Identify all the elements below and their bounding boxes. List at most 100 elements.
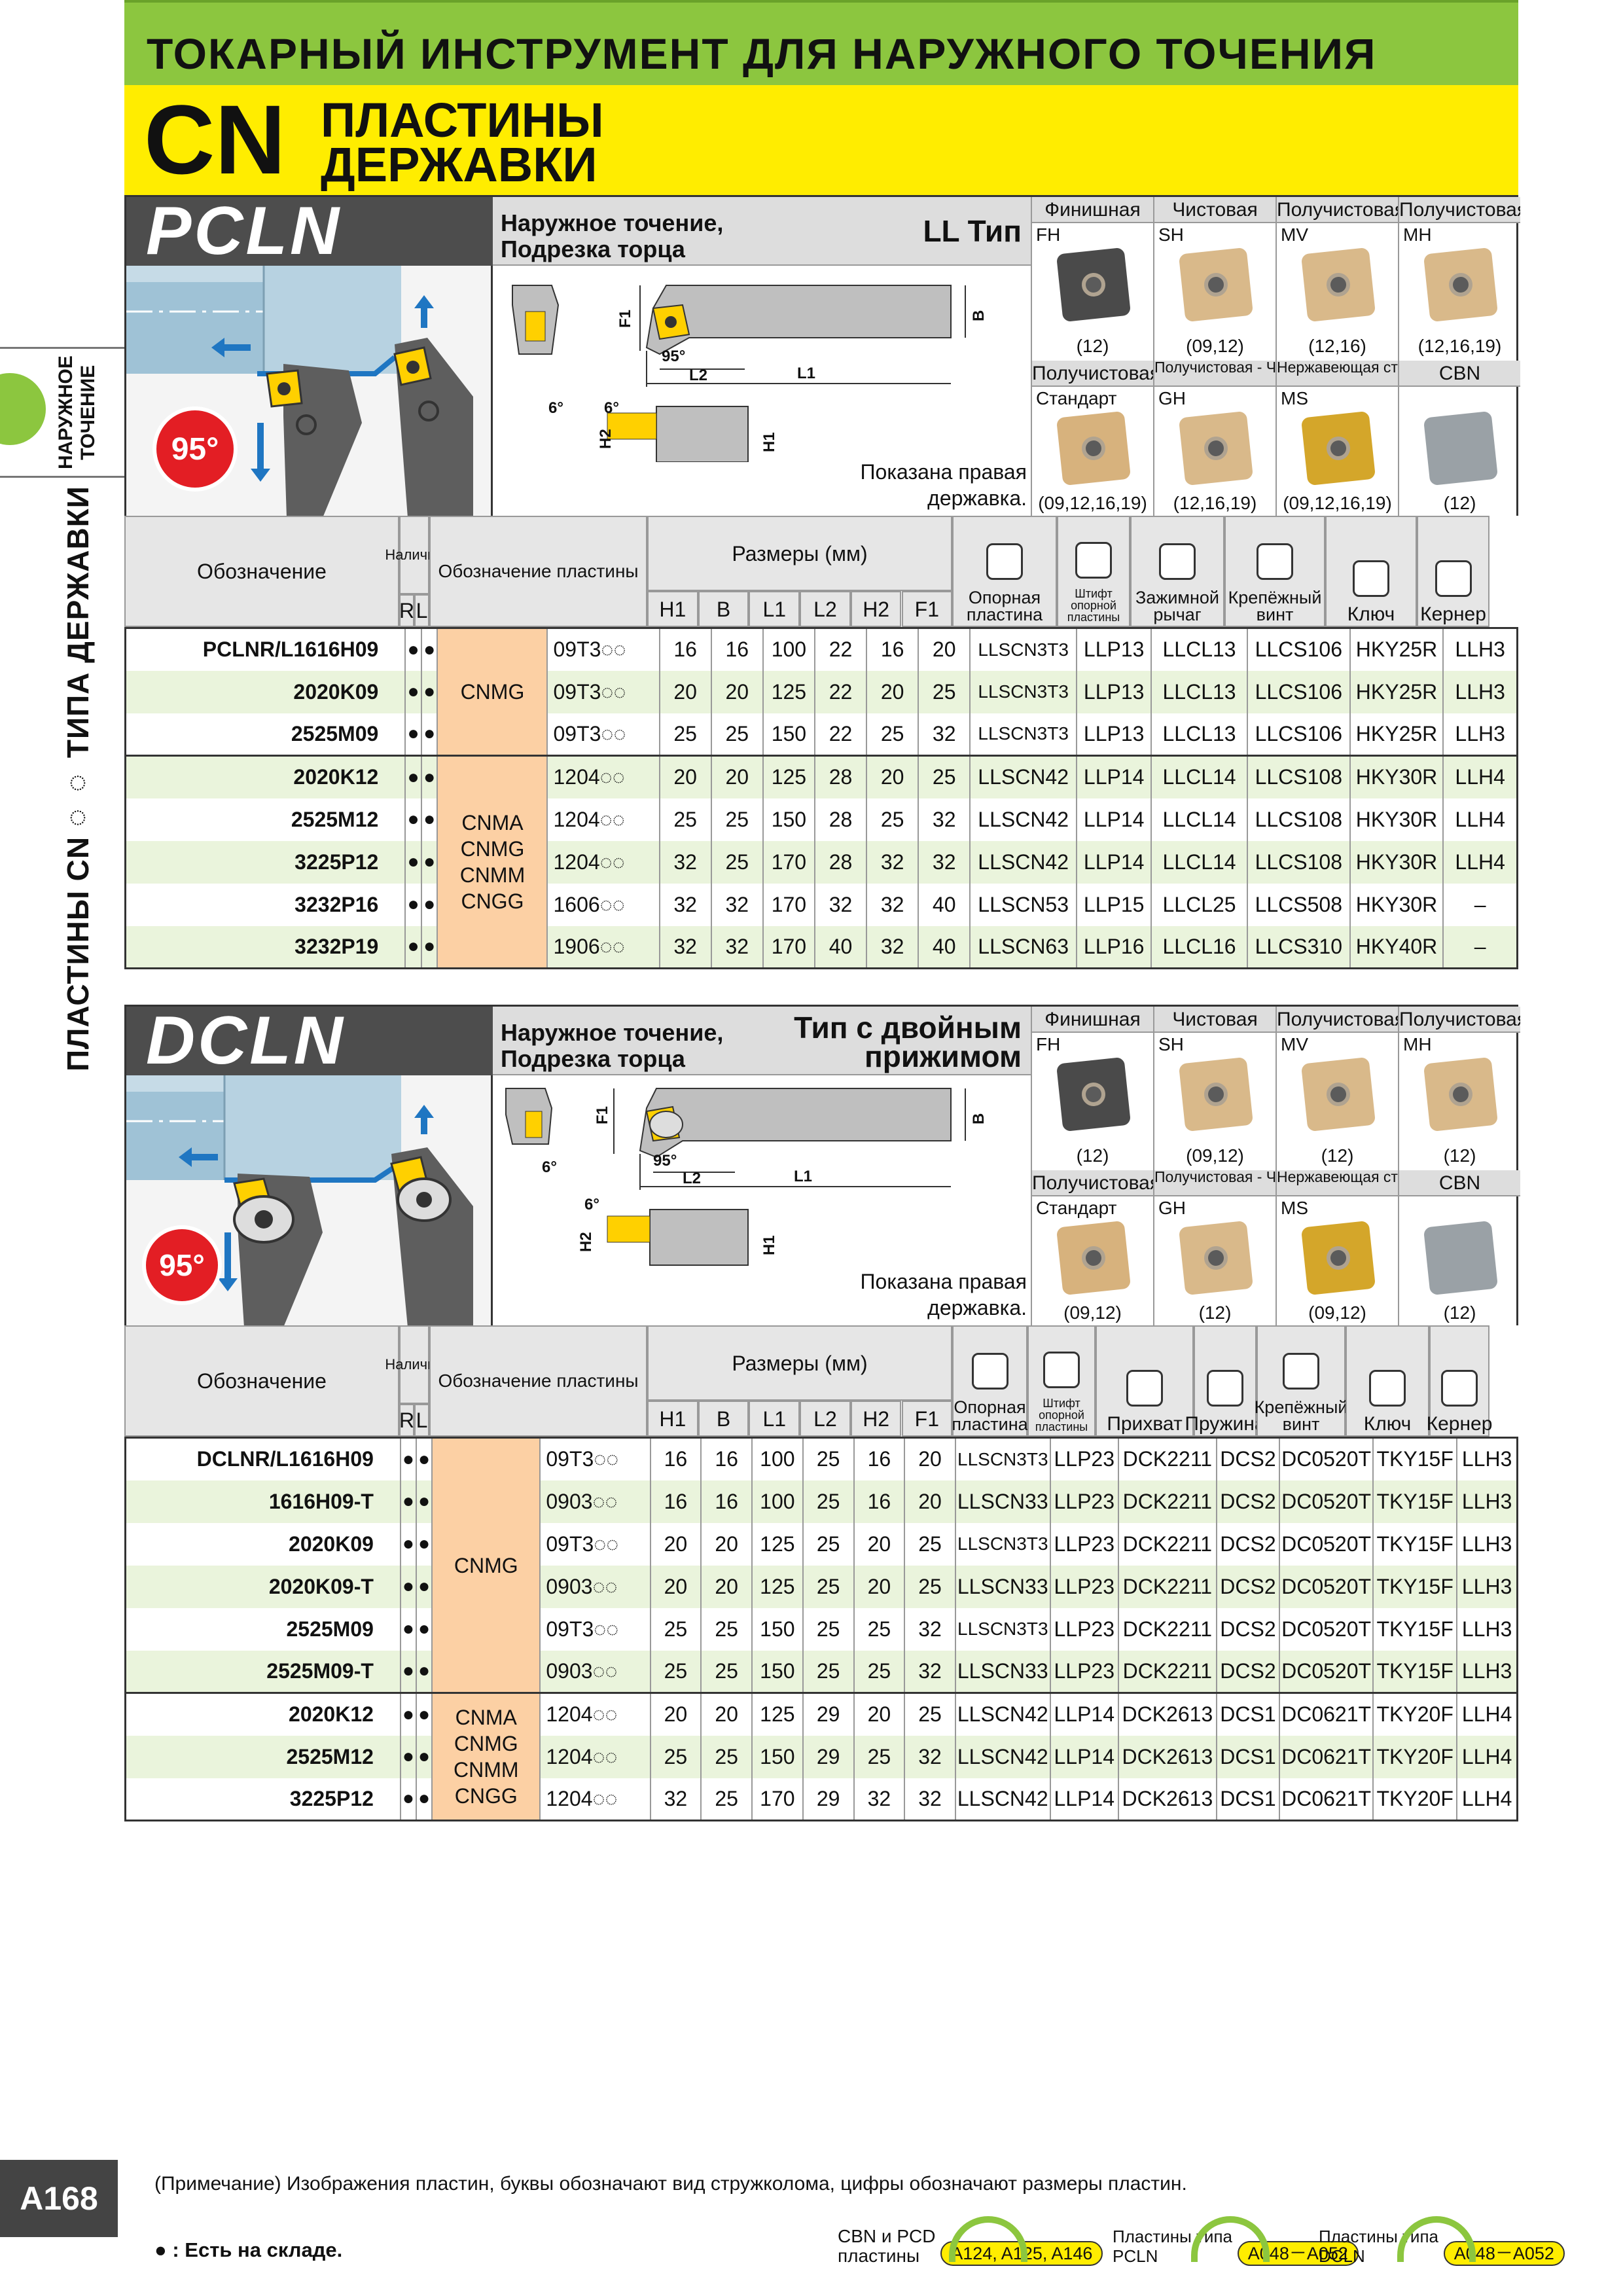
insert-hole (1203, 272, 1229, 298)
insert-category: Нержавеющая сталь (1277, 1170, 1398, 1196)
dcln-note: Показана правая державка. (860, 1270, 1027, 1319)
dimension-cell: 32 (813, 883, 867, 926)
dimension-cell: 25 (710, 840, 763, 884)
part-cell: HKY25R (1349, 628, 1444, 671)
col-part-p5: Крепёжный винт (1255, 1325, 1347, 1437)
dimension-cell: 150 (762, 713, 815, 756)
part-cell: DCK2211 (1117, 1522, 1217, 1566)
dcln-header-block: DCLN (124, 1005, 1520, 1327)
stock-dot-cell: ● (404, 628, 421, 671)
part-label: Опорная пластина (966, 588, 1043, 624)
designation-cell: 2525M09-T (124, 1650, 401, 1693)
insert-image-icon (1300, 410, 1376, 486)
dcln-description: Наружное точение, Подрезка торца (501, 1019, 724, 1072)
insert-image-icon (1300, 247, 1376, 323)
side-subsection-frame (0, 347, 124, 478)
insert-sizes: (12) (1321, 1145, 1354, 1166)
part-cell: LLSCN3T3 (954, 1607, 1050, 1651)
dimension-cell: 100 (762, 628, 815, 671)
part-cell: DCK2613 (1117, 1735, 1217, 1778)
part-cell: LLH3 (1456, 1607, 1518, 1651)
col-h2: H2 (850, 591, 902, 627)
insert-size-cell: 09T3◌◌ (539, 1522, 651, 1566)
dcln-application-svg: 95° (126, 1075, 473, 1327)
dcln-dim-6a: 6° (542, 1158, 557, 1176)
part-cell: DC0621T (1279, 1735, 1374, 1778)
ref-dcln[interactable]: Пластины типа DCLN A048－A052 (1319, 2216, 1565, 2266)
insert-category: Получистовая - Черновая (1154, 361, 1275, 387)
stock-dot-cell: ● (416, 1522, 433, 1566)
part-cell: DCS1 (1215, 1693, 1280, 1736)
insert-category: Нержавеющая сталь (1277, 361, 1398, 387)
part-cell: DC0520T (1279, 1565, 1374, 1608)
ref-pcln[interactable]: Пластины типа PCLN A048－A052 (1113, 2216, 1359, 2266)
col-part-p6: Ключ (1346, 1325, 1429, 1437)
stock-dot-cell: ● (416, 1480, 433, 1523)
part-cell: TKY20F (1372, 1693, 1457, 1736)
part-cell: LLP14 (1076, 798, 1152, 841)
dimension-cell: 125 (762, 670, 815, 713)
designation-cell: 3232P16 (124, 883, 406, 926)
dimension-cell: 28 (813, 840, 867, 884)
insert-size-cell: 1204◌◌ (539, 1778, 651, 1821)
side-subsection-label: НАРУЖНОЕ ТОЧЕНИЕ (55, 355, 99, 469)
pcln-dim-h2: H2 (597, 429, 615, 449)
col-availability: Наличие (385, 516, 444, 594)
insert-size-cell: 0903◌◌ (539, 1480, 651, 1523)
ref-cbn-pcd[interactable]: CBN и PCD пластины A124, A125, A146 (838, 2216, 1103, 2266)
dimension-cell: 25 (710, 713, 763, 756)
dcln-application-illustration: 95° (126, 1075, 493, 1327)
stock-dot-cell: ● (404, 755, 421, 798)
col-r: R (399, 594, 414, 627)
part-cell: TKY15F (1372, 1480, 1457, 1523)
part-cell: LLCS106 (1246, 670, 1350, 713)
part-cell: HKY30R (1349, 840, 1444, 884)
insert-sizes: (12) (1443, 1145, 1476, 1166)
dcln-code: DCLN (126, 1007, 493, 1075)
part-cell: LLH3 (1456, 1522, 1518, 1566)
designation-cell: 2525M09 (124, 713, 406, 756)
dimension-cell: 32 (904, 1778, 955, 1821)
stock-dot-cell: ● (399, 1437, 417, 1480)
dimension-cell: 29 (802, 1735, 854, 1778)
part-cell: LLSCN53 (969, 883, 1077, 926)
dimension-cell: 100 (751, 1437, 803, 1480)
dcln-type: Тип с двойным прижимом (794, 1011, 1022, 1073)
insert-size-cell: 09T3◌◌ (546, 628, 660, 671)
insert-category: Получистовая (1399, 197, 1520, 223)
insert-chipbreaker: Стандарт (1036, 1198, 1117, 1218)
dimension-cell: 20 (853, 1522, 905, 1566)
designation-cell: 2020K09-T (124, 1565, 401, 1608)
insert-hole (1325, 435, 1351, 461)
part-cell: LLCL13 (1150, 628, 1247, 671)
insert-category: Получистовая (1399, 1007, 1520, 1033)
stock-dot-cell: ● (404, 713, 421, 756)
part-cell: TKY15F (1372, 1650, 1457, 1693)
part-cell: LLCS106 (1246, 713, 1350, 756)
stock-dot-cell: ● (416, 1650, 433, 1693)
dimension-cell: 25 (649, 1650, 702, 1693)
part-cell: DC0520T (1279, 1522, 1374, 1566)
designation-cell: 2020K12 (124, 1693, 401, 1736)
ref-arrow-icon (949, 2216, 1027, 2262)
insert-size-cell: 1606◌◌ (546, 883, 660, 926)
part-cell: LLP15 (1076, 883, 1152, 926)
part-cell: DCS2 (1215, 1522, 1280, 1566)
dimension-cell: 32 (904, 1735, 955, 1778)
stock-dot-cell: ● (404, 883, 421, 926)
col-b: B (698, 591, 749, 627)
part-cell: DCK2613 (1117, 1778, 1217, 1821)
dimension-cell: 25 (802, 1650, 854, 1693)
insert-cell: CBN(12) (1398, 361, 1520, 518)
part-cell: LLSCN3T3 (954, 1437, 1050, 1480)
dimension-cell: 28 (813, 798, 867, 841)
part-cell: TKY15F (1372, 1565, 1457, 1608)
col-part-p2: Штифт опорной пластины (1027, 1325, 1096, 1437)
insert-image-icon (1056, 410, 1132, 486)
